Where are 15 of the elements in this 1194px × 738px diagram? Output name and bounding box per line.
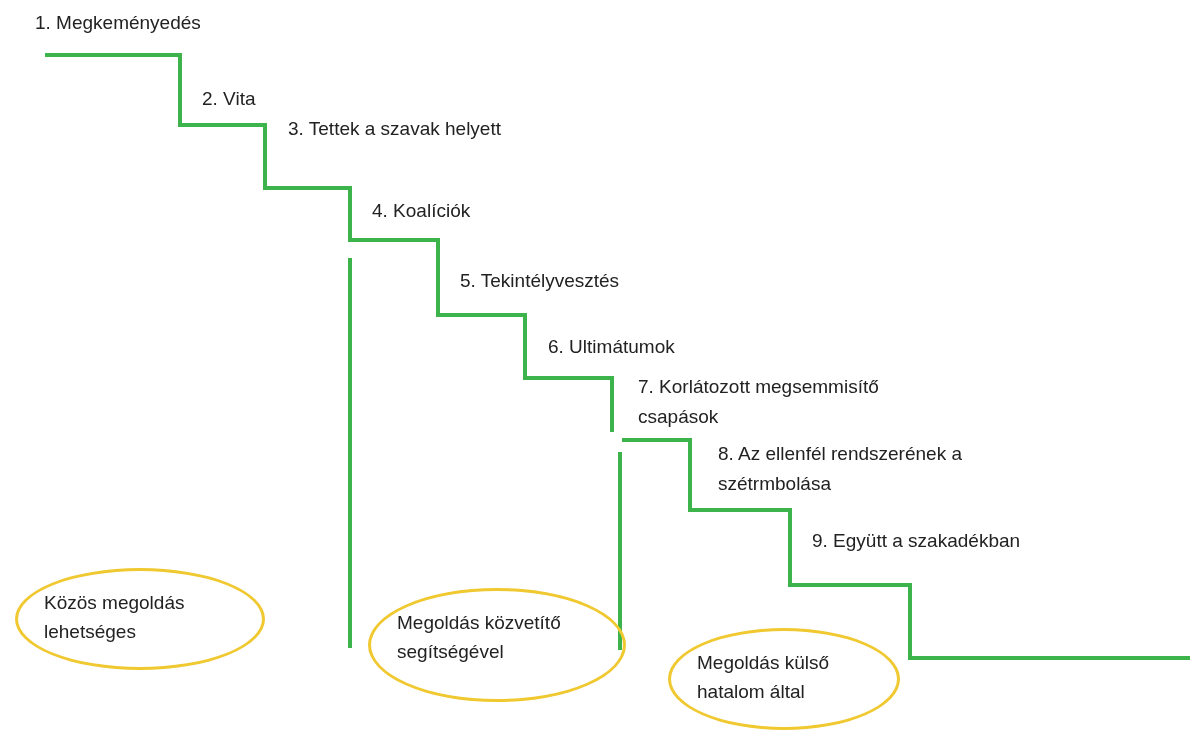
outcome-oval <box>368 588 626 702</box>
step-label: 2. Vita <box>202 87 257 111</box>
outcome-text: Megoldás közvetítő segítségével <box>397 611 562 664</box>
outcome-text: Közös megoldás lehetséges <box>44 591 186 644</box>
step-label: 5. Tekintélyvesztés <box>460 269 621 293</box>
step-label: 8. Az ellenfél rendszerének a szétrmbolása <box>718 442 963 497</box>
outcome-text: Megoldás külső hatalom által <box>697 651 831 704</box>
outcome-oval <box>15 568 265 670</box>
outcome-oval <box>668 628 900 730</box>
step-label: 1. Megkeményedés <box>35 11 202 35</box>
step-label: 6. Ultimátumok <box>548 335 676 359</box>
step-label: 4. Koalíciók <box>372 199 472 223</box>
step-label: 3. Tettek a szavak helyett <box>288 117 502 141</box>
step-label: 7. Korlátozott megsemmisítő csapások <box>638 375 880 430</box>
step-label: 9. Együtt a szakadékban <box>812 529 1022 553</box>
